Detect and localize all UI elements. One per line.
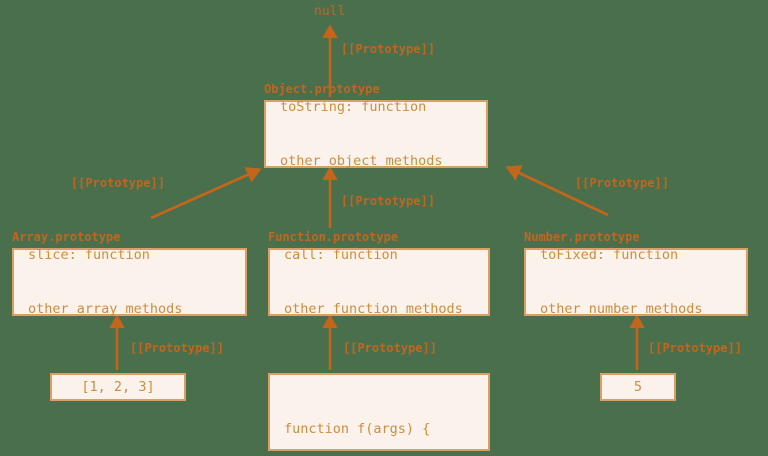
caption-function-prototype: Function.prototype [268, 230, 399, 244]
null-label: null [314, 4, 346, 19]
box-array-prototype[interactable]: slice: function other array methods [12, 247, 247, 317]
edge-label-array-instance-to-array: [[Prototype]] [130, 341, 224, 355]
function-prototype-line-2: other function methods [284, 301, 463, 317]
box-function-prototype[interactable]: call: function other function methods [268, 247, 490, 317]
array-prototype-line-1: slice: function [28, 247, 150, 263]
edge-label-array-to-object: [[Prototype]] [71, 176, 165, 190]
box-object-prototype[interactable]: toString: function other object methods [264, 99, 488, 169]
edge-label-number-to-object: [[Prototype]] [575, 176, 669, 190]
edge-label-function-instance-to-function: [[Prototype]] [343, 341, 437, 355]
edge-label-object-to-null: [[Prototype]] [341, 42, 435, 56]
caption-object-prototype: Object.prototype [264, 82, 380, 96]
object-prototype-line-1: toString: function [280, 99, 427, 115]
object-prototype-line-2: other object methods [280, 153, 443, 169]
number-prototype-line-2: other number methods [540, 301, 703, 317]
number-instance-value: 5 [633, 379, 643, 395]
function-instance-line-1: function f(args) { [284, 421, 431, 437]
edge-label-number-instance-to-number: [[Prototype]] [648, 341, 742, 355]
caption-number-prototype: Number.prototype [524, 230, 640, 244]
box-function-instance[interactable]: function f(args) { ... } [268, 373, 490, 451]
box-array-instance[interactable]: [1, 2, 3] [50, 373, 186, 401]
edge-label-function-to-object: [[Prototype]] [341, 194, 435, 208]
array-prototype-line-2: other array methods [28, 301, 183, 317]
function-prototype-line-1: call: function [284, 247, 398, 263]
caption-array-prototype: Array.prototype [12, 230, 121, 244]
box-number-instance[interactable]: 5 [600, 373, 676, 401]
number-prototype-line-1: toFixed: function [540, 247, 679, 263]
box-number-prototype[interactable]: toFixed: function other number methods [524, 247, 748, 317]
array-instance-value: [1, 2, 3] [81, 379, 155, 395]
